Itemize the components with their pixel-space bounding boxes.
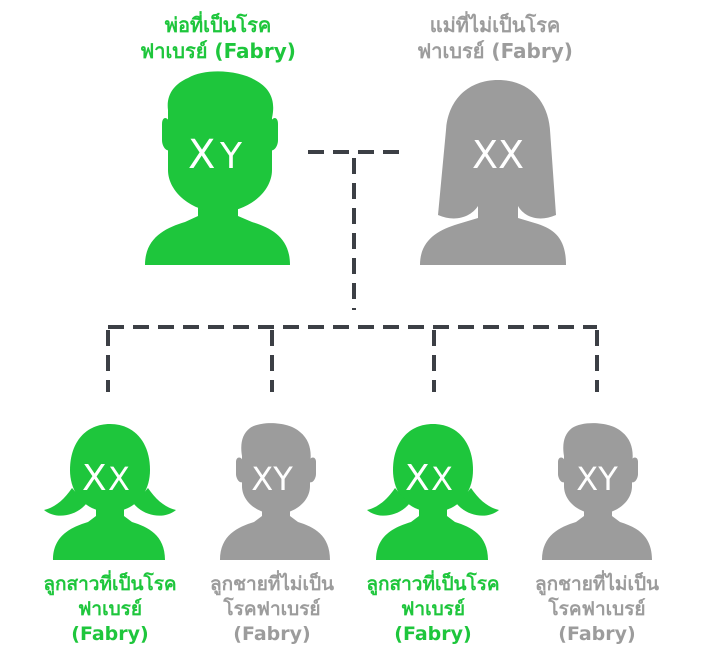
child-3-figure bbox=[367, 424, 499, 560]
mother-chromosomes: XX bbox=[472, 133, 524, 177]
child-2-chromosomes: XY bbox=[251, 460, 293, 498]
child-4-label-line1: ลูกชายที่ไม่เป็น bbox=[535, 573, 659, 595]
male-icon bbox=[145, 71, 290, 265]
mother-label: แม่ที่ไม่เป็นโรค ฟาเบรย์ (Fabry) bbox=[395, 12, 595, 64]
connector-lines bbox=[106, 150, 599, 392]
child-2-label-line2: โรคฟาเบรย์ bbox=[223, 598, 321, 620]
child-3-chromosome-big: X bbox=[405, 458, 430, 499]
child-1-label-line2: ฟาเบรย์ bbox=[77, 598, 142, 620]
father-label: พ่อที่เป็นโรค ฟาเบรย์ (Fabry) bbox=[118, 12, 318, 64]
child-4-label: ลูกชายที่ไม่เป็น โรคฟาเบรย์ (Fabry) bbox=[517, 572, 677, 647]
father-chromosome-y: Y bbox=[219, 136, 243, 177]
child-4-chromosomes: XY bbox=[576, 460, 618, 498]
child-4-label-line2: โรคฟาเบรย์ bbox=[548, 598, 646, 620]
child-3-label-line2: ฟาเบรย์ bbox=[400, 598, 465, 620]
child-4-figure bbox=[542, 423, 652, 560]
female-icon bbox=[420, 80, 566, 265]
father-chromosome-x: X bbox=[188, 132, 215, 178]
child-2-label: ลูกชายที่ไม่เป็น โรคฟาเบรย์ (Fabry) bbox=[192, 572, 352, 647]
child-3-chromosome-small: X bbox=[431, 460, 453, 498]
child-2-figure bbox=[220, 423, 330, 560]
child-4-label-line3: (Fabry) bbox=[558, 623, 636, 645]
father-label-line1: พ่อที่เป็นโรค bbox=[164, 13, 272, 37]
child-3-label-line1: ลูกสาวที่เป็นโรค bbox=[366, 573, 500, 595]
child-1-label: ลูกสาวที่เป็นโรค ฟาเบรย์ (Fabry) bbox=[22, 572, 198, 647]
child-1-chromosome-big: X bbox=[82, 458, 107, 499]
child-1-label-line1: ลูกสาวที่เป็นโรค bbox=[43, 573, 177, 595]
child-2-label-line1: ลูกชายที่ไม่เป็น bbox=[210, 573, 334, 595]
child-2-label-line3: (Fabry) bbox=[233, 623, 311, 645]
mother-label-line1: แม่ที่ไม่เป็นโรค bbox=[429, 13, 561, 37]
child-1-chromosome-small: X bbox=[108, 460, 130, 498]
child-1-label-line3: (Fabry) bbox=[71, 623, 149, 645]
child-3-label-line3: (Fabry) bbox=[394, 623, 472, 645]
mother-label-line2: ฟาเบรย์ (Fabry) bbox=[417, 39, 573, 63]
father-label-line2: ฟาเบรย์ (Fabry) bbox=[140, 39, 296, 63]
child-1-figure bbox=[44, 424, 176, 560]
child-3-label: ลูกสาวที่เป็นโรค ฟาเบรย์ (Fabry) bbox=[345, 572, 521, 647]
